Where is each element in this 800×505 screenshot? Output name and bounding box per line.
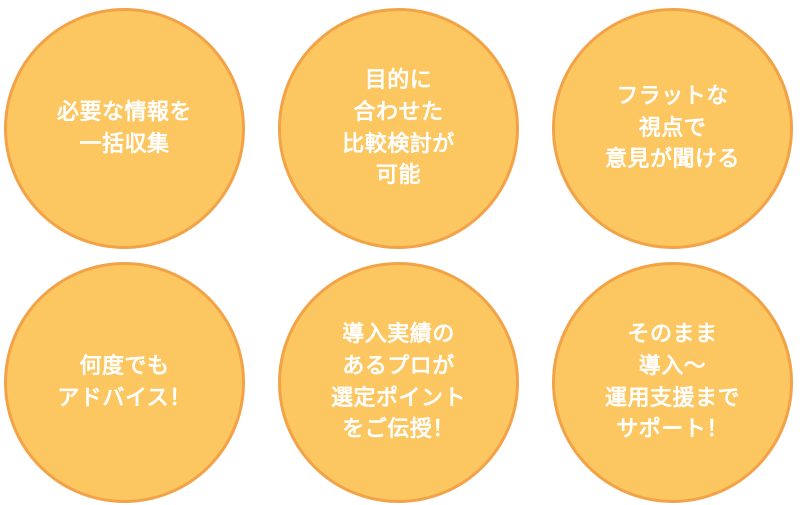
benefit-label: フラットな 視点で 意見が聞ける (604, 83, 740, 173)
benefit-circle: 必要な情報を 一括収集 (4, 8, 245, 249)
benefit-circle: 何度でも アドバイス！ (4, 262, 245, 503)
benefit-circle: フラットな 視点で 意見が聞ける (552, 8, 793, 249)
benefit-circle: そのまま 導入～ 運用支援まで サポート！ (552, 262, 793, 503)
benefit-label: 何度でも アドバイス！ (57, 353, 192, 411)
benefit-label: 導入実績の あるプロが 選定ポイント をご伝授！ (330, 321, 466, 443)
benefit-label: 必要な情報を 一括収集 (56, 99, 192, 157)
benefit-label: 目的に 合わせた 比較検討が 可能 (342, 67, 455, 189)
benefit-circle: 導入実績の あるプロが 選定ポイント をご伝授！ (278, 262, 519, 503)
benefit-label: そのまま 導入～ 運用支援まで サポート！ (604, 321, 740, 443)
benefit-circle: 目的に 合わせた 比較検討が 可能 (278, 8, 519, 249)
